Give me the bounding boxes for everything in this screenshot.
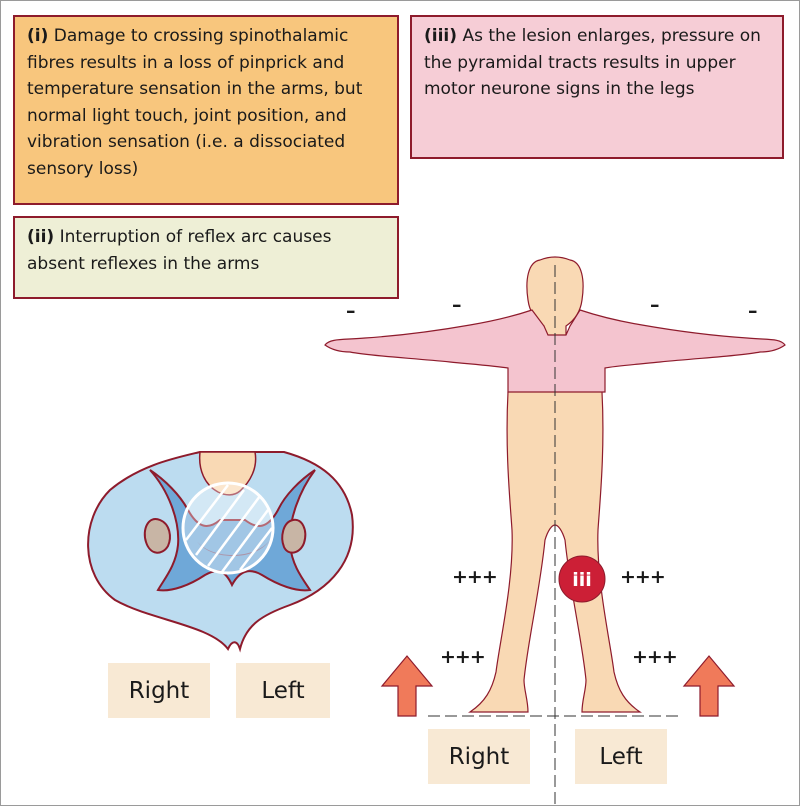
left-leg-reflex-arrow [682,655,736,717]
body-label-right: Right [428,729,530,784]
box-iii-text: As the lesion enlarges, pressure on the … [424,26,761,99]
spinal-cord-cross-section [87,451,354,653]
right-pyramidal-tract [281,518,307,554]
leg-sign-left-ankle: +++ [632,646,678,668]
annotation-box-iii: (iii) As the lesion enlarges, pressure o… [410,15,784,159]
arm-sign-left-distal: – [748,300,757,322]
lesion-marker-iii: iii [558,555,606,603]
arm-sign-left-proximal: – [650,294,659,316]
leg-sign-left-knee: +++ [620,566,666,588]
lesion-marker-label: iii [572,569,592,591]
box-ii-marker: (ii) [27,227,55,247]
cord-label-right: Right [108,663,210,718]
annotation-box-i: (i) Damage to crossing spinothalamic fib… [13,15,399,205]
body-skin [468,256,642,713]
arm-sign-right-distal: – [346,300,355,322]
annotation-box-ii: (ii) Interruption of reflex arc causes a… [13,216,399,299]
right-leg-reflex-arrow [380,655,434,717]
leg-sign-right-knee: +++ [452,566,498,588]
body-label-left: Left [575,729,667,784]
box-iii-marker: (iii) [424,26,458,46]
box-i-text: Damage to crossing spinothalamic fibres … [27,26,363,179]
leg-sign-right-ankle: +++ [440,646,486,668]
human-figure [324,256,786,806]
left-pyramidal-tract [143,518,171,554]
box-i-marker: (i) [27,26,49,46]
box-ii-text: Interruption of reflex arc causes absent… [27,227,332,274]
syrinx-lesion [181,481,275,575]
arm-sign-right-proximal: – [452,294,461,316]
cord-label-left: Left [236,663,330,718]
